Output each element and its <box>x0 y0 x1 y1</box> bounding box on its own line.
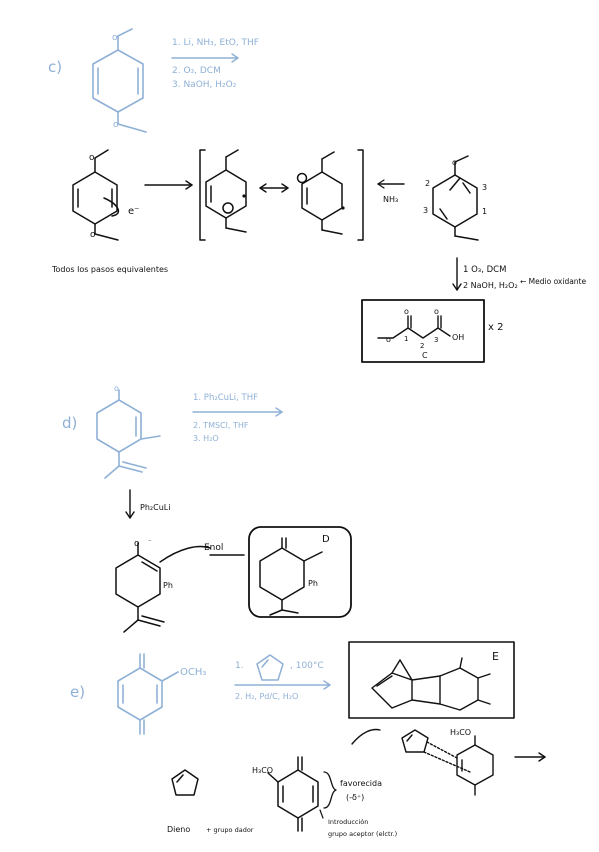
mech-o-bottom: o <box>90 230 96 240</box>
svg-text:o: o <box>114 384 119 393</box>
product-c-structure <box>377 315 451 339</box>
activador-1: Introducción <box>328 818 368 826</box>
product-times: x 2 <box>488 322 503 333</box>
svg-text:o: o <box>404 307 409 316</box>
product-d-box <box>248 526 352 618</box>
cyclohexadiene <box>432 155 479 241</box>
part-e-label: e) <box>70 683 85 701</box>
medio-oxidante: ← Medio oxidante <box>520 277 587 286</box>
nh3-label: NH₃ <box>383 195 398 204</box>
c-reagent-2: 2. O₃, DCM <box>172 66 221 76</box>
dieno-label: Dieno <box>167 825 190 834</box>
ozonolysis-1: 1 O₃, DCM <box>463 265 506 275</box>
e-methoxy-2: H₃CO <box>450 728 471 737</box>
grupo-note: + grupo dador <box>206 826 254 834</box>
e-reagent-1: 1. <box>235 661 244 671</box>
radical-dot-2 <box>341 206 345 210</box>
enolate-note: Enol <box>204 543 223 553</box>
product-c-letter: C <box>422 351 428 360</box>
bracket-left <box>199 149 206 241</box>
activador-2: grupo aceptor (elctr.) <box>328 830 397 838</box>
product-num-2: 2 <box>420 342 424 350</box>
product-d-letter: D <box>322 534 330 545</box>
radical-anion-1 <box>205 149 247 233</box>
todos-note: Todos los pasos equivalentes <box>51 265 168 274</box>
num-3b: 3 <box>423 206 428 215</box>
part-d-label: d) <box>62 414 77 432</box>
brace <box>323 771 337 809</box>
e-methoxy: H₃CO <box>252 766 273 775</box>
product-num-1: 1 <box>404 335 408 343</box>
svg-text:o: o <box>434 307 439 316</box>
radical-dot-1 <box>242 194 246 198</box>
d-ph-2: Ph <box>308 579 318 588</box>
e-substituent: OCH₃ <box>180 667 206 678</box>
d-ph-1: Ph <box>163 581 173 590</box>
note-delta: (-δ⁺) <box>346 793 364 802</box>
dieno-structure <box>171 769 199 796</box>
product-c-box <box>361 299 485 363</box>
product-d-structure <box>259 537 323 616</box>
enolate-structure <box>115 542 245 633</box>
mech-o-top: o <box>89 153 95 163</box>
electron-label: e⁻ <box>128 206 139 217</box>
svg-text:o: o <box>452 158 457 167</box>
e-diene-approach <box>401 729 494 796</box>
part-c-label: c) <box>48 58 62 76</box>
quinone-structure <box>267 756 319 832</box>
c-mechanism-start <box>72 149 120 241</box>
c-o-top: o <box>112 33 118 43</box>
part-c: c) o o 1. Li, NH₃, EtO, THF 2. O₃, DCM 3… <box>48 28 587 363</box>
svg-text:o: o <box>134 539 140 549</box>
product-e-letter: E <box>492 650 499 663</box>
num-1: 1 <box>482 207 487 216</box>
num-3a: 3 <box>482 183 487 192</box>
num-2: 2 <box>425 179 430 188</box>
d-starting-material <box>96 389 161 479</box>
product-num-3: 3 <box>434 336 438 344</box>
ozonolysis-2: 2 NaOH, H₂O₂ <box>463 281 518 290</box>
e-starting-quinone <box>117 653 179 735</box>
part-e: e) OCH₃ 1. , 100°C 2. H₂, Pd/C, H₂O <box>70 641 546 838</box>
d-arrow-reagent: Ph₂CuLi <box>140 503 170 512</box>
c-starting-material <box>92 28 147 133</box>
e-reagent-temp: , 100°C <box>290 661 324 671</box>
d-reagent-2: 2. TMSCl, THF <box>193 421 249 430</box>
svg-text:o: o <box>386 335 391 344</box>
cyclopentadiene-icon <box>256 654 284 681</box>
e-reagent-2: 2. H₂, Pd/C, H₂O <box>235 692 298 701</box>
product-e-structure <box>371 657 491 711</box>
note-favorecida: favorecida <box>340 779 382 788</box>
d-reagent-3: 3. H₂O <box>193 434 219 443</box>
product-oh: OH <box>452 333 464 342</box>
bracket-right <box>357 149 364 241</box>
c-reagent-3: 3. NaOH, H₂O₂ <box>172 80 237 90</box>
part-d: d) o 1. Ph₂CuLi, THF 2. TMSCl, THF 3. H₂… <box>62 384 352 633</box>
c-reagent-1: 1. Li, NH₃, EtO, THF <box>172 38 259 48</box>
radical-anion-2 <box>296 151 343 235</box>
e-curved-arrow <box>351 728 381 745</box>
d-reagent-1: 1. Ph₂CuLi, THF <box>193 393 258 403</box>
product-e-box <box>348 641 515 719</box>
c-o-bottom: o <box>113 120 119 130</box>
svg-text:⁻: ⁻ <box>148 538 152 546</box>
